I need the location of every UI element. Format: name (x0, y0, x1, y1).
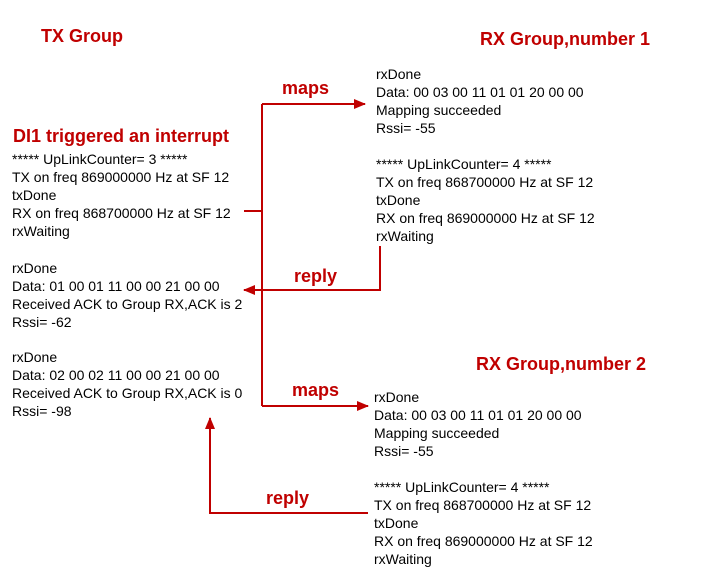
log-line: Rssi= -98 (12, 403, 72, 419)
log-line: rxDone (374, 389, 420, 405)
log-line: Rssi= -55 (376, 120, 436, 136)
log-line: rxWaiting (12, 223, 70, 239)
reply-arrow-2 (205, 417, 368, 514)
rx1-log-block-1: rxDone Data: 00 03 00 11 01 01 20 00 00 … (376, 65, 584, 137)
rx-group-1-title: RX Group,number 1 (480, 29, 651, 49)
log-line: rxDone (376, 66, 422, 82)
log-line: rxWaiting (374, 551, 432, 567)
log-line: TX on freq 869000000 Hz at SF 12 (12, 169, 230, 185)
log-line: Data: 01 00 01 11 00 00 21 00 00 (12, 278, 220, 294)
log-line: txDone (376, 192, 421, 208)
log-line: TX on freq 868700000 Hz at SF 12 (374, 497, 592, 513)
reply-arrow-1 (243, 246, 381, 295)
log-line: RX on freq 868700000 Hz at SF 12 (12, 205, 231, 221)
log-line: TX on freq 868700000 Hz at SF 12 (376, 174, 594, 190)
rx-group-2-title: RX Group,number 2 (476, 354, 647, 374)
rx1-log-block-2: ***** UpLinkCounter= 4 ***** TX on freq … (376, 155, 595, 245)
log-line: rxDone (12, 260, 58, 276)
log-line: ***** UpLinkCounter= 4 ***** (376, 156, 552, 172)
tx-group-title: TX Group (41, 26, 123, 46)
log-line: Rssi= -55 (374, 443, 434, 459)
reply-label-1: reply (294, 266, 338, 286)
rx2-log-block-1: rxDone Data: 00 03 00 11 01 01 20 00 00 … (374, 388, 582, 460)
log-line: Mapping succeeded (376, 102, 502, 118)
log-line: ***** UpLinkCounter= 4 ***** (374, 479, 550, 495)
log-line: txDone (12, 187, 57, 203)
log-line: txDone (374, 515, 419, 531)
log-line: ***** UpLinkCounter= 3 ***** (12, 151, 188, 167)
maps-label-1: maps (282, 78, 330, 98)
log-line: rxDone (12, 349, 58, 365)
log-line: rxWaiting (376, 228, 434, 244)
tx-log-block-1: ***** UpLinkCounter= 3 ***** TX on freq … (12, 150, 231, 240)
rx2-log-block-2: ***** UpLinkCounter= 4 ***** TX on freq … (374, 478, 593, 568)
tx-log-block-2: rxDone Data: 01 00 01 11 00 00 21 00 00 … (12, 259, 242, 331)
log-line: RX on freq 869000000 Hz at SF 12 (374, 533, 593, 549)
log-line: Mapping succeeded (374, 425, 500, 441)
log-line: Received ACK to Group RX,ACK is 2 (12, 296, 243, 312)
interrupt-title: DI1 triggered an interrupt (13, 126, 230, 146)
log-line: RX on freq 869000000 Hz at SF 12 (376, 210, 595, 226)
tx-log-block-3: rxDone Data: 02 00 02 11 00 00 21 00 00 … (12, 348, 242, 420)
log-line: Data: 02 00 02 11 00 00 21 00 00 (12, 367, 220, 383)
reply-label-2: reply (266, 488, 310, 508)
log-line: Data: 00 03 00 11 01 01 20 00 00 (376, 84, 584, 100)
log-line: Received ACK to Group RX,ACK is 0 (12, 385, 243, 401)
log-line: Rssi= -62 (12, 314, 72, 330)
log-line: Data: 00 03 00 11 01 01 20 00 00 (374, 407, 582, 423)
maps-label-2: maps (292, 380, 340, 400)
